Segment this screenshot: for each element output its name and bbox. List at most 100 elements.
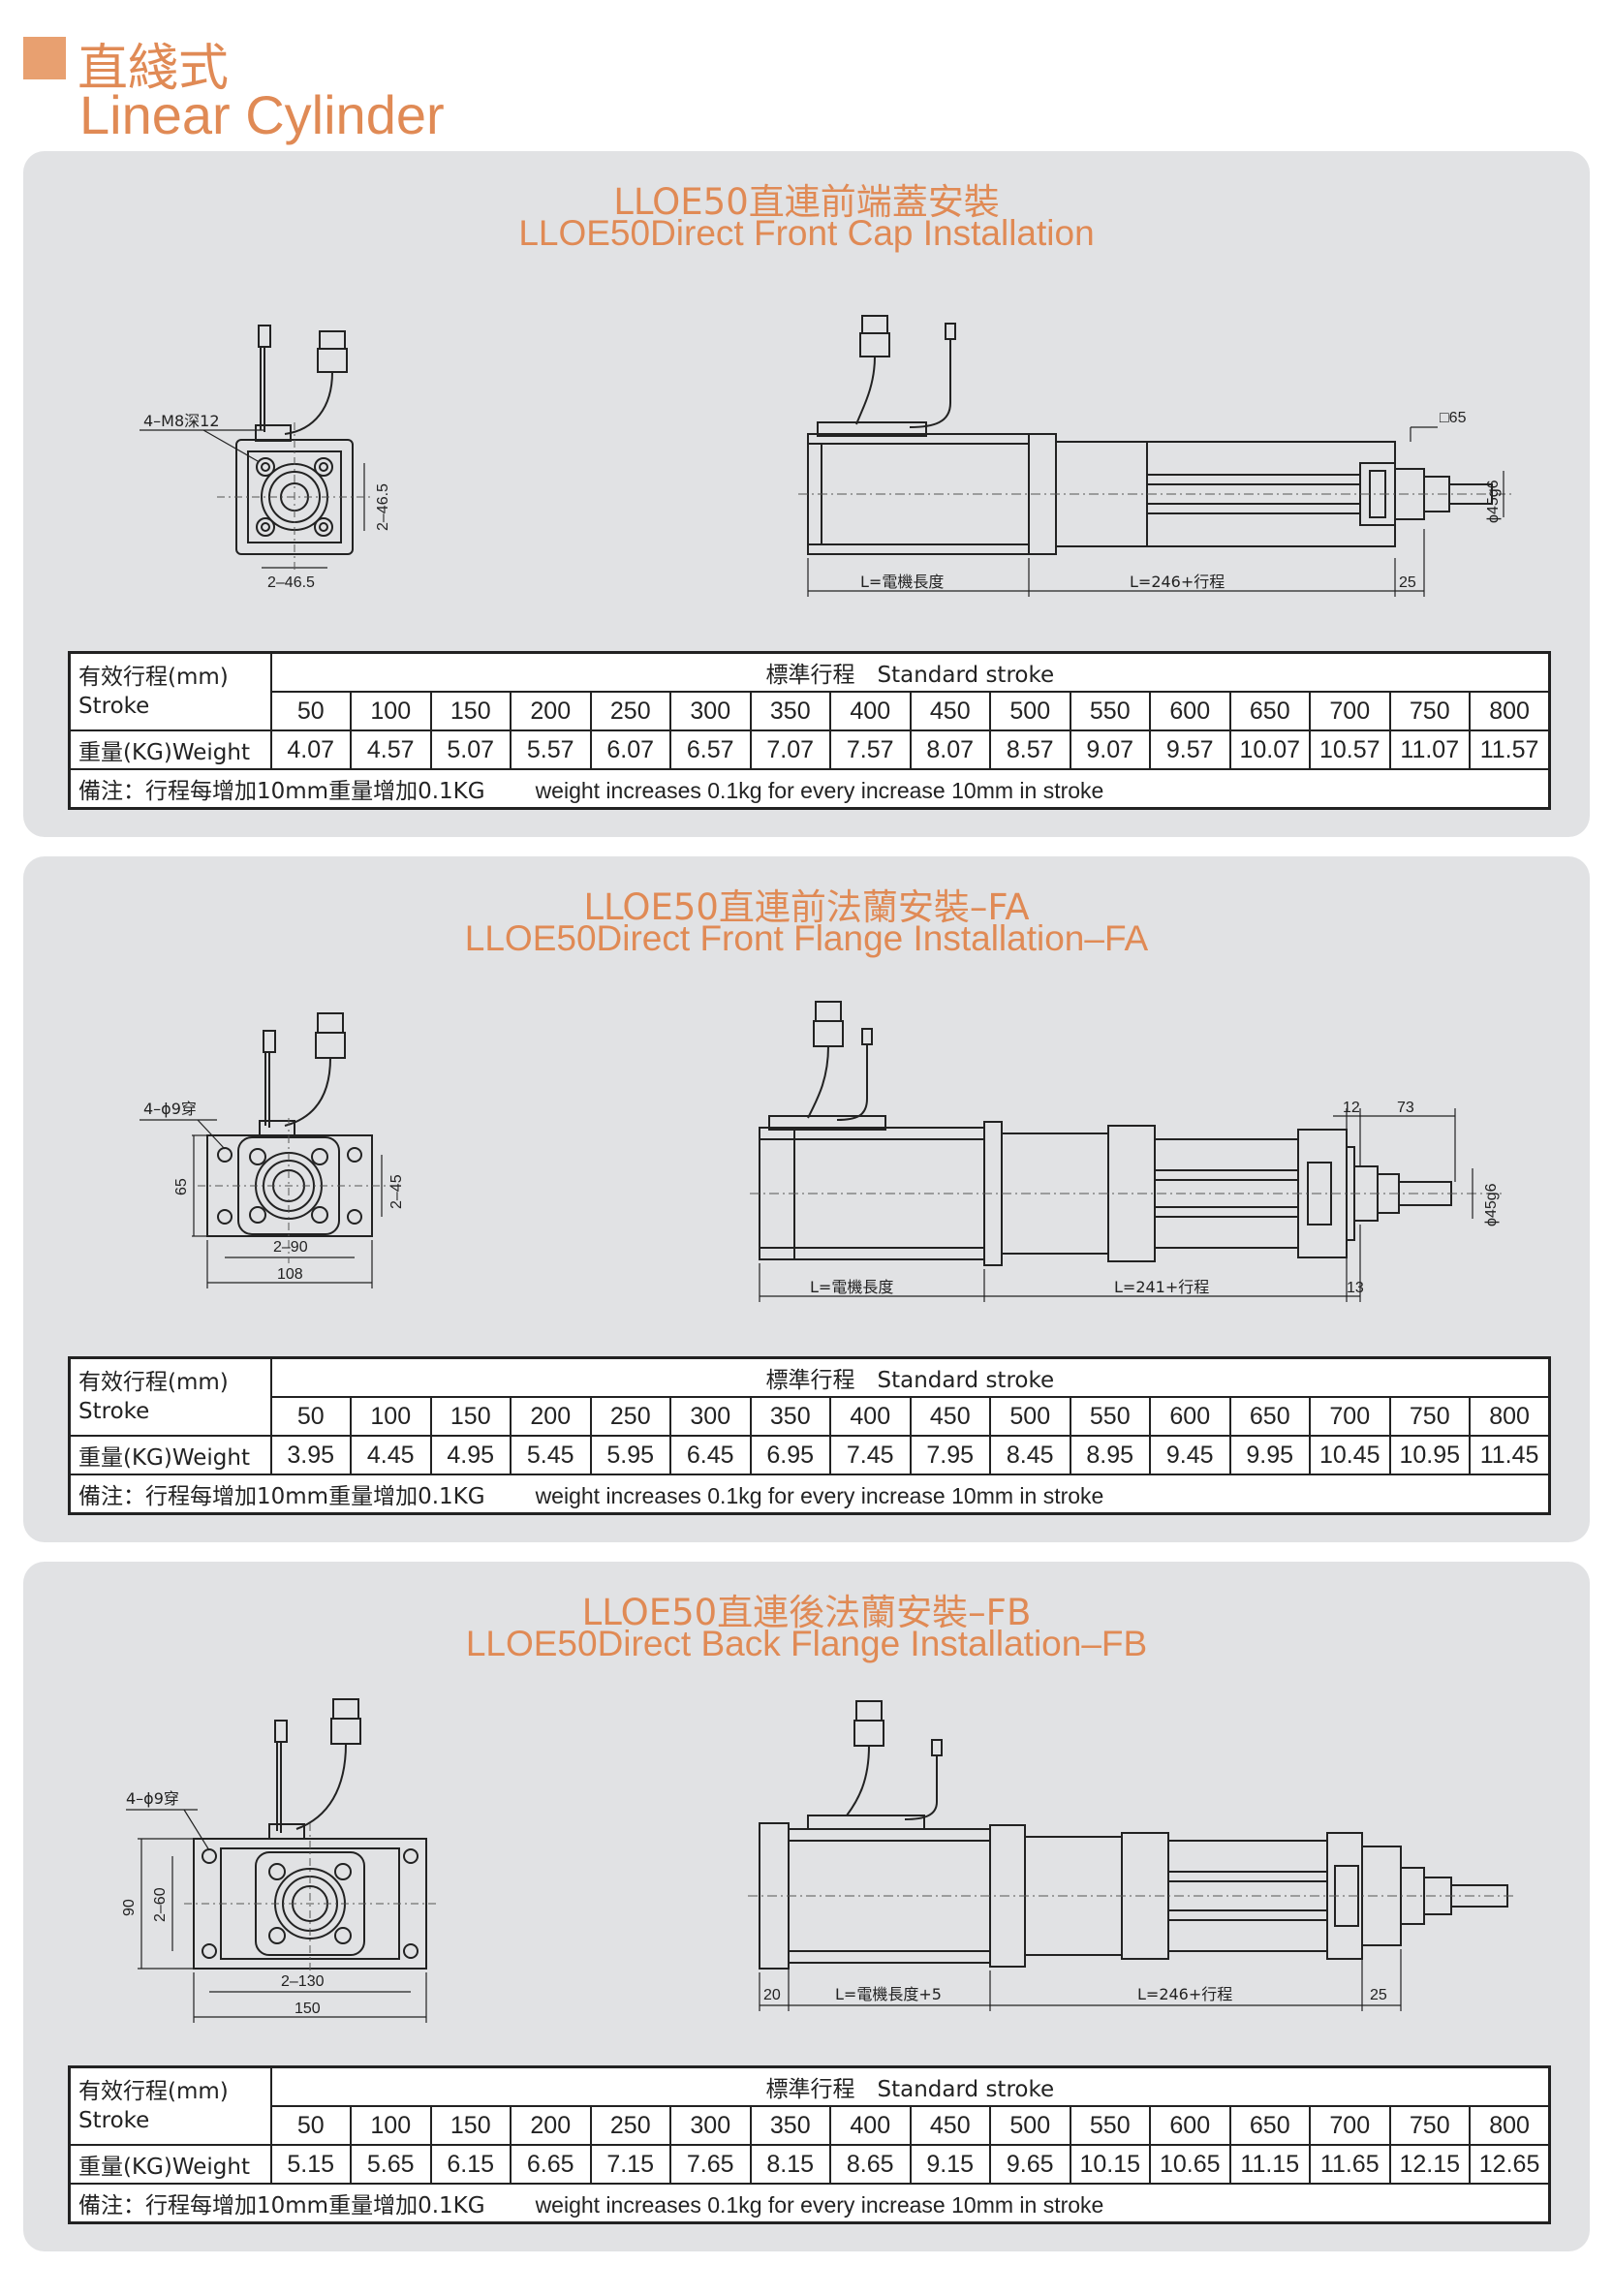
- weight-cell: 6.45: [669, 1435, 752, 1475]
- stroke-cell: 300: [669, 1396, 752, 1437]
- weight-row: 重量(KG)Weight 3.95 4.45 4.95 5.45 5.95 6.…: [68, 1435, 1551, 1475]
- stroke-cell: 450: [909, 1396, 991, 1437]
- dim-flange: 20: [763, 1987, 781, 2003]
- weight-cell: 10.57: [1309, 729, 1391, 770]
- stroke-cell: 250: [589, 2105, 671, 2146]
- stroke-cell: 550: [1069, 2105, 1151, 2146]
- dim-motor-length: L=電機長度+5: [835, 1985, 942, 2003]
- stroke-cell: 200: [510, 2105, 592, 2146]
- stroke-cell: 150: [429, 1396, 512, 1437]
- weight-cell: 10.65: [1149, 2144, 1231, 2185]
- weight-cell: 4.07: [269, 729, 352, 770]
- weight-cell: 10.15: [1069, 2144, 1151, 2185]
- weight-cell: 5.15: [269, 2144, 352, 2185]
- weight-cell: 7.45: [829, 1435, 912, 1475]
- stroke-cell: 800: [1469, 2105, 1551, 2146]
- spec-table: 有效行程(mm) Stroke 標準行程 Standard stroke 50 …: [68, 651, 1552, 810]
- side-view-drawing: □65 L=電機長度 L=246+行程 25 ϕ45g6: [779, 296, 1554, 606]
- dim-holes: 4–ϕ9穿: [126, 1789, 179, 1808]
- weight-cell: 11.07: [1388, 729, 1471, 770]
- stroke-cell: 650: [1228, 1396, 1311, 1437]
- stroke-cell: 750: [1388, 1396, 1471, 1437]
- stroke-cell: 700: [1309, 1396, 1391, 1437]
- weight-cell: 12.15: [1388, 2144, 1471, 2185]
- stroke-cell: 200: [510, 691, 592, 731]
- stroke-cell: 300: [669, 691, 752, 731]
- side-view-drawing: 12 73 L=電機長度 L=241+行程 13 ϕ45g6: [740, 992, 1573, 1312]
- stroke-cell: 350: [749, 691, 831, 731]
- stroke-cell: 600: [1149, 1396, 1231, 1437]
- weight-cell: 4.45: [350, 1435, 432, 1475]
- section-title-cn: LLOE50直連前法蘭安裝–FA: [583, 886, 1030, 928]
- weight-cell: 12.65: [1469, 2144, 1551, 2185]
- weight-cell: 8.95: [1069, 1435, 1151, 1475]
- weight-cell: 8.07: [909, 729, 991, 770]
- stroke-cell: 450: [909, 2105, 991, 2146]
- dim-body-length: L=241+行程: [1114, 1278, 1209, 1296]
- note-en: weight increases 0.1kg for every increas…: [535, 778, 1104, 803]
- dim-body-length: L=246+行程: [1130, 573, 1225, 591]
- dim-motor-length: L=電機長度: [810, 1278, 893, 1296]
- weight-cell: 6.95: [749, 1435, 831, 1475]
- section-title-cn: LLOE50直連前端蓋安裝: [613, 181, 1000, 223]
- dim-end: 25: [1399, 574, 1416, 591]
- section-title-en: LLOE50Direct Front Flange Installation–F…: [464, 918, 1149, 958]
- dim-square: □65: [1440, 410, 1467, 426]
- stroke-cell: 50: [269, 2105, 352, 2146]
- weight-cell: 7.95: [909, 1435, 991, 1475]
- stroke-cell: 650: [1228, 691, 1311, 731]
- dim-end: 13: [1347, 1280, 1364, 1296]
- stroke-cell: 250: [589, 691, 671, 731]
- weight-row: 重量(KG)Weight 5.15 5.65 6.15 6.65 7.15 7.…: [68, 2144, 1551, 2185]
- page-title-cn: 直綫式: [78, 40, 230, 98]
- weight-cell: 5.65: [350, 2144, 432, 2185]
- dim-top-b: 73: [1397, 1100, 1414, 1116]
- weight-cell: 8.57: [989, 729, 1071, 770]
- weight-cell: 9.07: [1069, 729, 1151, 770]
- weight-cell: 9.95: [1228, 1435, 1311, 1475]
- weight-cell: 3.95: [269, 1435, 352, 1475]
- stroke-cell: 800: [1469, 1396, 1551, 1437]
- dim-side-h: 2–130: [281, 1973, 325, 1990]
- stroke-cell: 500: [989, 691, 1071, 731]
- weight-cell: 8.65: [829, 2144, 912, 2185]
- weight-cell: 4.95: [429, 1435, 512, 1475]
- stroke-cell: 350: [749, 2105, 831, 2146]
- weight-cell: 11.57: [1469, 729, 1551, 770]
- note-cn: 備注：行程每增加10mm重量增加0.1KG: [78, 1484, 485, 1509]
- weight-cell: 7.15: [589, 2144, 671, 2185]
- standard-stroke-header: 標準行程 Standard stroke: [269, 2065, 1551, 2107]
- dim-motor-length: L=電機長度: [860, 573, 944, 591]
- section-front-cap: LLOE50直連前端蓋安裝 LLOE50Direct Front Cap Ins…: [23, 151, 1590, 837]
- dim-side-v: 2–60: [152, 1887, 169, 1922]
- weight-cell: 11.65: [1309, 2144, 1391, 2185]
- stroke-cell: 300: [669, 2105, 752, 2146]
- weight-cell: 10.07: [1228, 729, 1311, 770]
- spec-table: 有效行程(mm) Stroke 標準行程 Standard stroke 50 …: [68, 1356, 1552, 1515]
- weight-cell: 11.15: [1228, 2144, 1311, 2185]
- dim-height: 65: [173, 1178, 190, 1195]
- spec-table: 有效行程(mm) Stroke 標準行程 Standard stroke 50 …: [68, 2065, 1552, 2224]
- dim-side-v: 2–45: [388, 1174, 405, 1209]
- weight-cell: 10.45: [1309, 1435, 1391, 1475]
- stroke-cell: 200: [510, 1396, 592, 1437]
- dim-side-v: 2–46.5: [375, 483, 391, 531]
- weight-cell: 11.45: [1469, 1435, 1551, 1475]
- dim-holes: 4–M8深12: [143, 412, 220, 430]
- section-back-flange-fb: LLOE50直連後法蘭安裝–FB LLOE50Direct Back Flang…: [23, 1562, 1590, 2251]
- dim-side-h: 2–90: [273, 1239, 308, 1256]
- stroke-cell: 600: [1149, 691, 1231, 731]
- stroke-cell: 650: [1228, 2105, 1311, 2146]
- weight-label: 重量(KG)Weight: [68, 729, 272, 770]
- weight-cell: 5.57: [510, 729, 592, 770]
- note-en: weight increases 0.1kg for every increas…: [535, 2192, 1104, 2218]
- stroke-cell: 500: [989, 1396, 1071, 1437]
- section-front-flange-fa: LLOE50直連前法蘭安裝–FA LLOE50Direct Front Flan…: [23, 856, 1590, 1542]
- weight-cell: 10.95: [1388, 1435, 1471, 1475]
- stroke-row: 50 100 150 200 250 300 350 400 450 500 5…: [70, 691, 1551, 731]
- dim-shaft: ϕ45g6: [1485, 480, 1502, 523]
- stroke-cell: 150: [429, 691, 512, 731]
- dim-top-a: 12: [1343, 1100, 1360, 1116]
- dim-end: 25: [1370, 1987, 1387, 2003]
